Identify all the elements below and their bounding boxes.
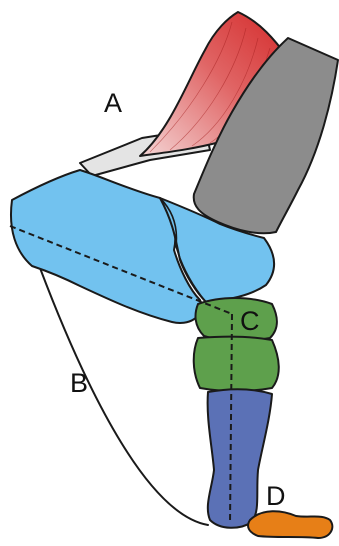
label-a: A: [104, 88, 122, 118]
phalanx-2: [194, 337, 279, 391]
sesamoid-d: [248, 511, 332, 538]
heel-bone: [11, 170, 201, 323]
label-c: C: [240, 306, 260, 336]
label-d: D: [266, 481, 286, 511]
phalanx-3: [208, 389, 272, 528]
label-b: B: [70, 368, 88, 398]
